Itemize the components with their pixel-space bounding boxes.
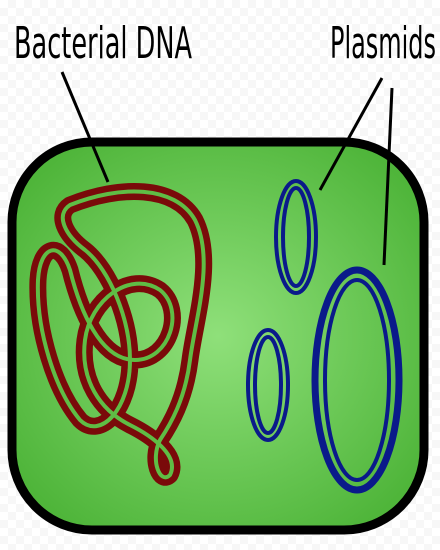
plasmid-small-bottom <box>246 328 290 442</box>
bacterial-dna-loop <box>29 183 213 486</box>
plasmid-large <box>311 266 403 494</box>
plasmid-pointer-line-2 <box>382 87 394 266</box>
dna-pointer-line <box>60 71 110 183</box>
plasmids <box>246 179 403 494</box>
plasmids-label: Plasmids <box>330 18 436 69</box>
plasmid-pointer-line-1 <box>318 77 384 191</box>
plasmid-small-top <box>274 179 318 295</box>
bacterial-dna-label: Bacterial DNA <box>14 18 192 69</box>
